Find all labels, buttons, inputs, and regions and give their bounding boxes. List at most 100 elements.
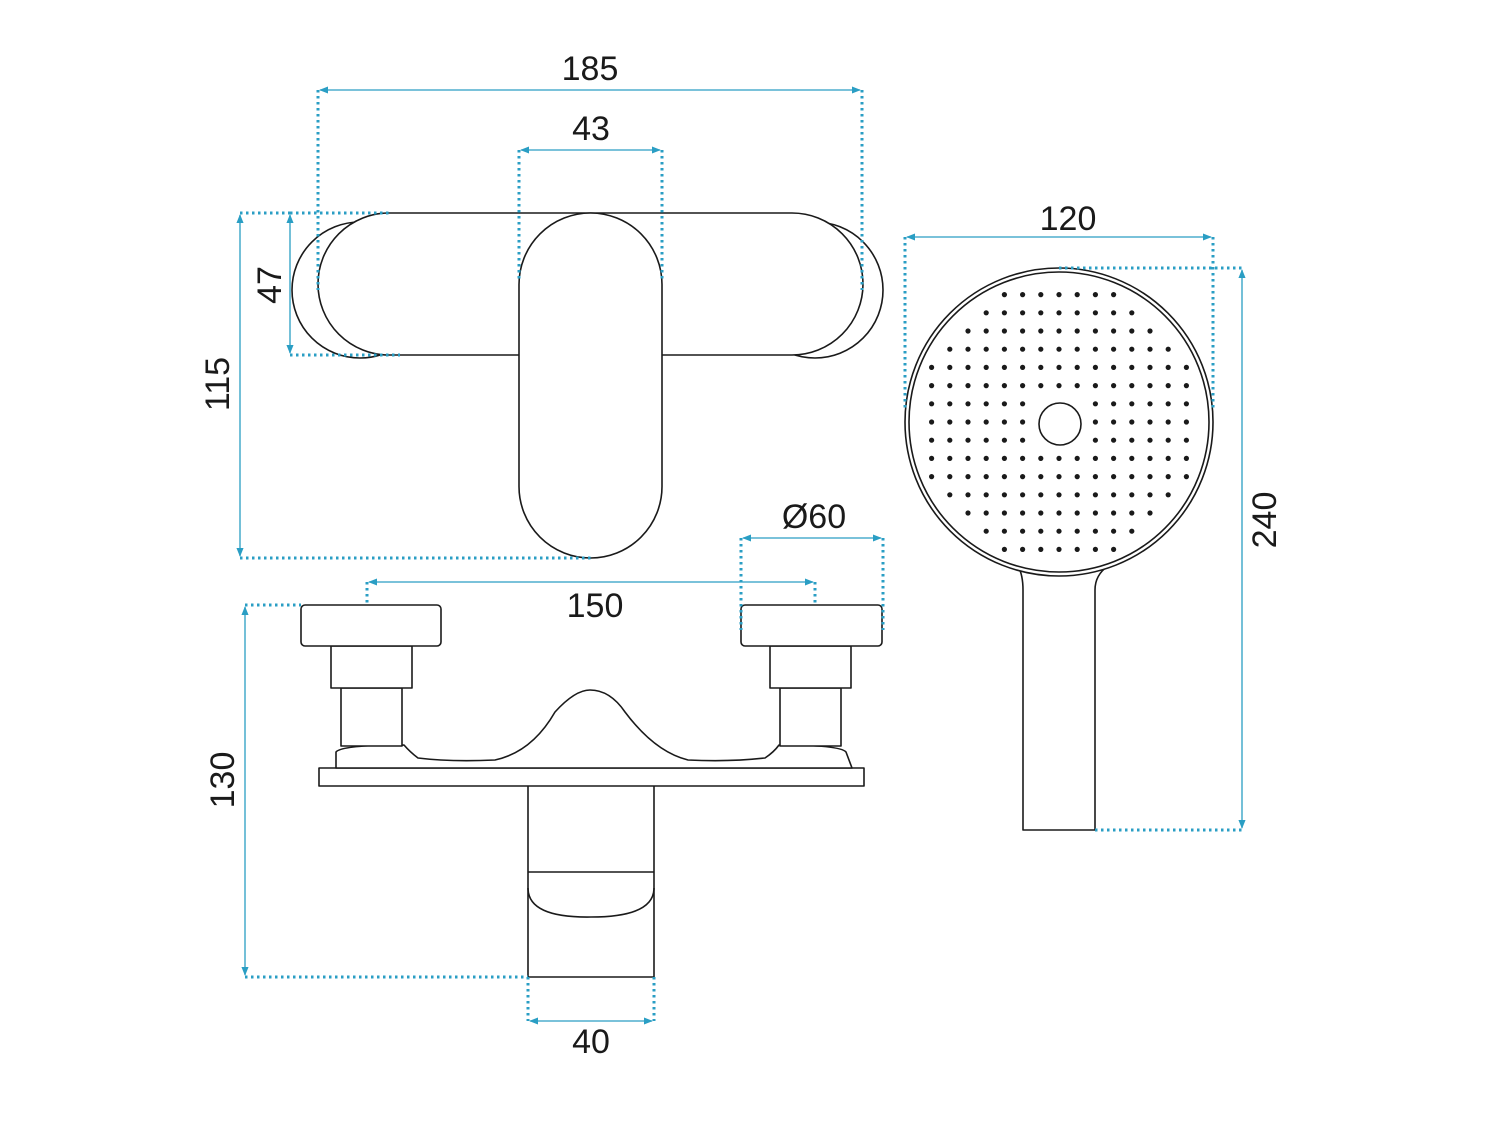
- nozzle-dot: [1056, 492, 1062, 498]
- nozzle-dot: [1129, 364, 1135, 370]
- nozzle-dot: [1056, 383, 1062, 389]
- nozzle-dot: [1056, 292, 1062, 298]
- nozzle-dot: [1147, 455, 1153, 461]
- nozzle-dot: [983, 328, 989, 334]
- shower-head-face: [908, 271, 1210, 573]
- dim-text-lever-width: 43: [572, 110, 610, 148]
- nozzle-dot: [1001, 455, 1008, 461]
- nozzle-dot: [1092, 474, 1098, 480]
- nozzle-dot: [1056, 455, 1062, 461]
- nozzle-dot: [1020, 437, 1026, 443]
- nozzle-dot: [965, 383, 971, 389]
- nozzle-dot: [1020, 474, 1026, 480]
- nozzle-dot: [1074, 346, 1080, 352]
- nozzle-dot: [1147, 383, 1153, 389]
- nozzle-dot: [1183, 364, 1189, 370]
- nozzle-dot: [1038, 310, 1044, 316]
- nozzle-dot: [947, 492, 953, 498]
- dim-text-body-height: 47: [251, 266, 289, 304]
- nozzle-dot: [1183, 455, 1189, 461]
- dim-text-total-height: 115: [199, 357, 237, 411]
- nozzle-dot: [1111, 419, 1117, 425]
- nozzle-dot: [1056, 528, 1062, 534]
- nozzle-dot: [1074, 310, 1080, 316]
- nozzle-dot: [1092, 401, 1098, 407]
- nozzle-dot: [1111, 346, 1117, 352]
- nozzle-dot: [1038, 455, 1044, 461]
- nozzle-dot: [983, 401, 989, 407]
- nozzle-dot: [1147, 419, 1153, 425]
- nozzle-dot: [1001, 546, 1008, 553]
- nozzle-dot: [1020, 546, 1026, 553]
- nozzle-dot: [1165, 474, 1171, 480]
- nozzle-dot: [1165, 346, 1171, 352]
- dim-text-handset-width: 120: [1040, 200, 1097, 238]
- nozzle-dot: [1111, 292, 1117, 298]
- right-connector-nut: [769, 645, 852, 689]
- nozzle-dot: [1038, 510, 1044, 516]
- shower-nozzles: [929, 292, 1189, 553]
- nozzle-dot: [1092, 528, 1098, 534]
- nozzle-dot: [983, 383, 989, 389]
- nozzle-dot: [983, 364, 989, 370]
- nozzle-dot: [1074, 510, 1080, 516]
- nozzle-dot: [1147, 437, 1153, 443]
- nozzle-dot: [947, 364, 953, 370]
- nozzle-dot: [1165, 364, 1171, 370]
- nozzle-dot: [1056, 474, 1062, 480]
- nozzle-dot: [965, 364, 971, 370]
- nozzle-dot: [1020, 510, 1026, 516]
- nozzle-dot: [965, 510, 971, 516]
- nozzle-dot: [1165, 437, 1171, 443]
- nozzle-dot: [1001, 364, 1008, 370]
- nozzle-dot: [1092, 364, 1098, 370]
- nozzle-dot: [1001, 510, 1008, 516]
- mixer-base-body: [335, 689, 853, 769]
- nozzle-dot: [1111, 510, 1117, 516]
- dim-text-handset-length: 240: [1246, 492, 1284, 549]
- nozzle-dot: [1020, 419, 1026, 425]
- nozzle-dot: [1020, 310, 1026, 316]
- nozzle-dot: [1129, 492, 1135, 498]
- nozzle-dot: [1129, 328, 1135, 334]
- nozzle-dot: [1147, 328, 1153, 334]
- nozzle-dot: [1129, 346, 1135, 352]
- nozzle-dot: [1074, 455, 1080, 461]
- nozzle-dot: [1111, 528, 1117, 534]
- nozzle-dot: [1092, 419, 1098, 425]
- nozzle-dot: [965, 455, 971, 461]
- nozzle-dot: [1001, 346, 1008, 352]
- nozzle-dot: [1020, 401, 1026, 407]
- nozzle-dot: [983, 510, 989, 516]
- dim-text-outlet-width: 40: [572, 1023, 610, 1061]
- nozzle-dot: [1074, 546, 1080, 553]
- nozzle-dot: [983, 437, 989, 443]
- nozzle-dot: [1038, 492, 1044, 498]
- nozzle-dot: [965, 474, 971, 480]
- nozzle-dot: [1165, 383, 1171, 389]
- nozzle-dot: [1074, 492, 1080, 498]
- nozzle-dot: [1165, 419, 1171, 425]
- nozzle-dot: [929, 383, 935, 389]
- nozzle-dot: [1056, 510, 1062, 516]
- nozzle-dot: [1020, 364, 1026, 370]
- hand-shower-view: [904, 267, 1214, 831]
- nozzle-dot: [1129, 310, 1135, 316]
- nozzle-dot: [1092, 292, 1098, 298]
- spout: [527, 784, 655, 978]
- nozzle-dot: [965, 437, 971, 443]
- nozzle-dot: [1074, 474, 1080, 480]
- mixer-lever: [518, 212, 663, 559]
- right-wall-rosette: [740, 604, 883, 647]
- nozzle-dot: [983, 474, 989, 480]
- right-connector: [779, 687, 842, 747]
- nozzle-dot: [929, 455, 935, 461]
- nozzle-dot: [1147, 401, 1153, 407]
- nozzle-dot: [1111, 546, 1117, 553]
- nozzle-dot: [947, 419, 953, 425]
- nozzle-dot: [947, 401, 953, 407]
- nozzle-dot: [1111, 383, 1117, 389]
- nozzle-dot: [1001, 437, 1008, 443]
- base-plate: [318, 767, 865, 787]
